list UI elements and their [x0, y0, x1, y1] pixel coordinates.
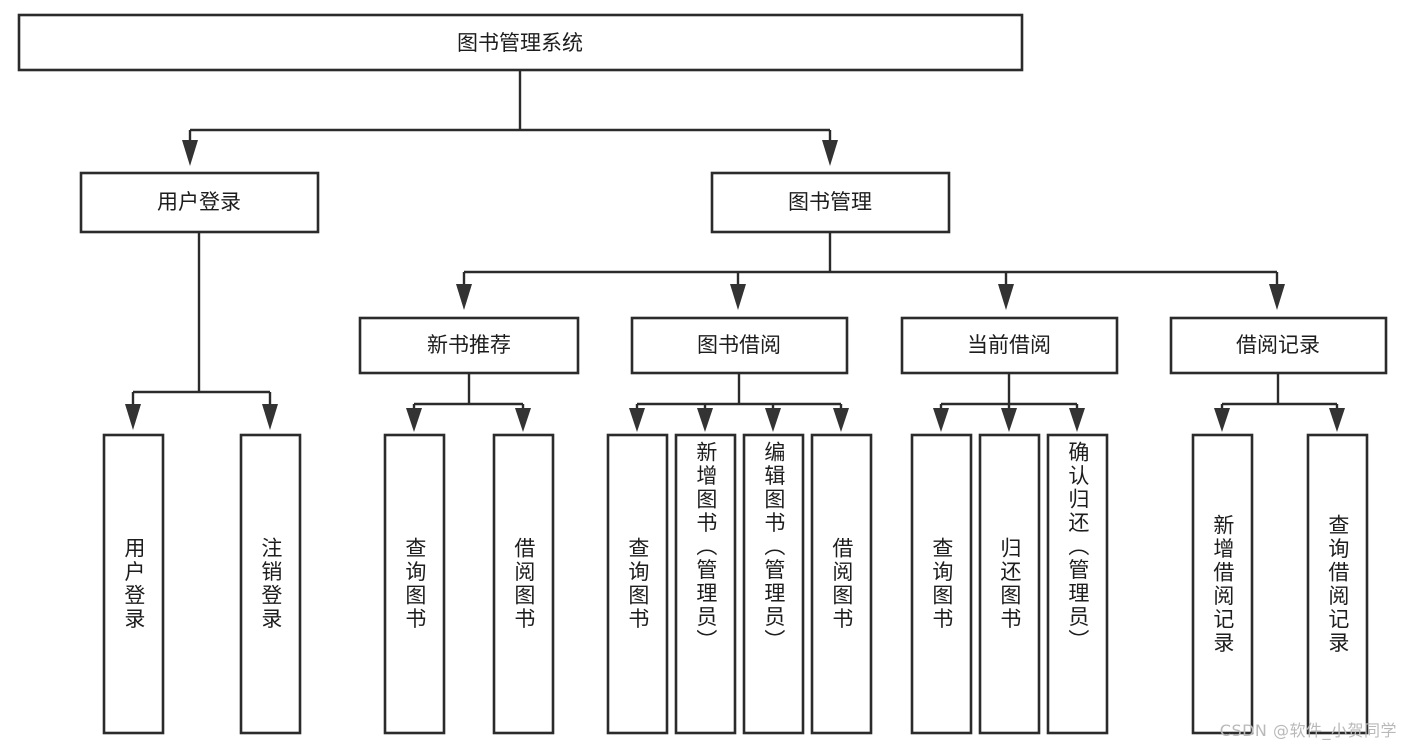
arrow-head-icon — [933, 408, 949, 432]
leaf-box-query-record[interactable] — [1306, 433, 1369, 735]
leaf-box-add-book[interactable] — [674, 433, 737, 735]
node-root-label: 图书管理系统 — [457, 31, 583, 55]
connector-book-manage-to-level2 — [456, 232, 1285, 310]
arrow-head-icon — [998, 284, 1014, 310]
node-book-borrow-label: 图书借阅 — [697, 333, 781, 357]
node-current-borrow[interactable]: 当前借阅 — [900, 316, 1119, 375]
arrow-head-icon — [1214, 408, 1230, 432]
leaf-box-user-login[interactable] — [102, 433, 165, 735]
arrow-head-icon — [822, 140, 838, 166]
leaf-box-add-record[interactable] — [1191, 433, 1254, 735]
connector-current-borrow-to-leaves — [933, 373, 1085, 432]
node-new-book-recommend[interactable]: 新书推荐 — [358, 316, 580, 375]
leaf-box-query-book-2[interactable] — [606, 433, 669, 735]
node-user-login[interactable]: 用户登录 — [79, 171, 320, 234]
connector-new-book-recommend-to-leaves — [406, 373, 531, 432]
arrow-head-icon — [406, 408, 422, 432]
node-user-login-box[interactable] — [79, 171, 320, 234]
node-current-borrow-box[interactable] — [900, 316, 1119, 375]
leaf-box-edit-book[interactable] — [742, 433, 805, 735]
arrow-head-icon — [1329, 408, 1345, 432]
leaf-box-confirm-return[interactable] — [1046, 433, 1109, 735]
node-book-borrow-box[interactable] — [630, 316, 849, 375]
arrow-head-icon — [182, 140, 198, 166]
connector-borrow-record-to-leaves — [1214, 373, 1345, 432]
node-root-box[interactable] — [17, 13, 1024, 72]
arrow-head-icon — [125, 404, 141, 430]
connector-user-login-to-leaves — [125, 232, 278, 430]
leaf-box-query-book-1[interactable] — [383, 433, 446, 735]
arrow-head-icon — [730, 284, 746, 310]
node-book-manage-box[interactable] — [710, 171, 951, 234]
arrow-head-icon — [765, 408, 781, 432]
arrow-head-icon — [697, 408, 713, 432]
arrow-head-icon — [456, 284, 472, 310]
node-user-login-label: 用户登录 — [157, 190, 241, 214]
leaf-box-query-book-3[interactable] — [910, 433, 973, 735]
arrow-head-icon — [629, 408, 645, 432]
leaf-box-borrow-book-2[interactable] — [810, 433, 873, 735]
node-borrow-record-box[interactable] — [1169, 316, 1388, 375]
node-current-borrow-label: 当前借阅 — [967, 333, 1051, 357]
connector-book-borrow-to-leaves — [629, 373, 849, 432]
node-root[interactable]: 图书管理系统 — [17, 13, 1024, 72]
node-book-manage-label: 图书管理 — [788, 190, 872, 214]
node-new-book-recommend-box[interactable] — [358, 316, 580, 375]
node-book-borrow[interactable]: 图书借阅 — [630, 316, 849, 375]
node-borrow-record-label: 借阅记录 — [1236, 333, 1320, 357]
arrow-head-icon — [1069, 408, 1085, 432]
node-book-manage[interactable]: 图书管理 — [710, 171, 951, 234]
leaf-box-borrow-book-1[interactable] — [492, 433, 555, 735]
leaf-box-logout[interactable] — [239, 433, 302, 735]
arrow-head-icon — [1001, 408, 1017, 432]
arrow-head-icon — [833, 408, 849, 432]
arrow-head-icon — [262, 404, 278, 430]
watermark-text: CSDN @软件_小贺同学 — [1219, 721, 1397, 740]
arrow-head-icon — [515, 408, 531, 432]
node-new-book-recommend-label: 新书推荐 — [427, 333, 511, 357]
arrow-head-icon — [1269, 284, 1285, 310]
node-borrow-record[interactable]: 借阅记录 — [1169, 316, 1388, 375]
connector-root-to-level1 — [182, 70, 838, 166]
leaf-box-return-book[interactable] — [978, 433, 1041, 735]
